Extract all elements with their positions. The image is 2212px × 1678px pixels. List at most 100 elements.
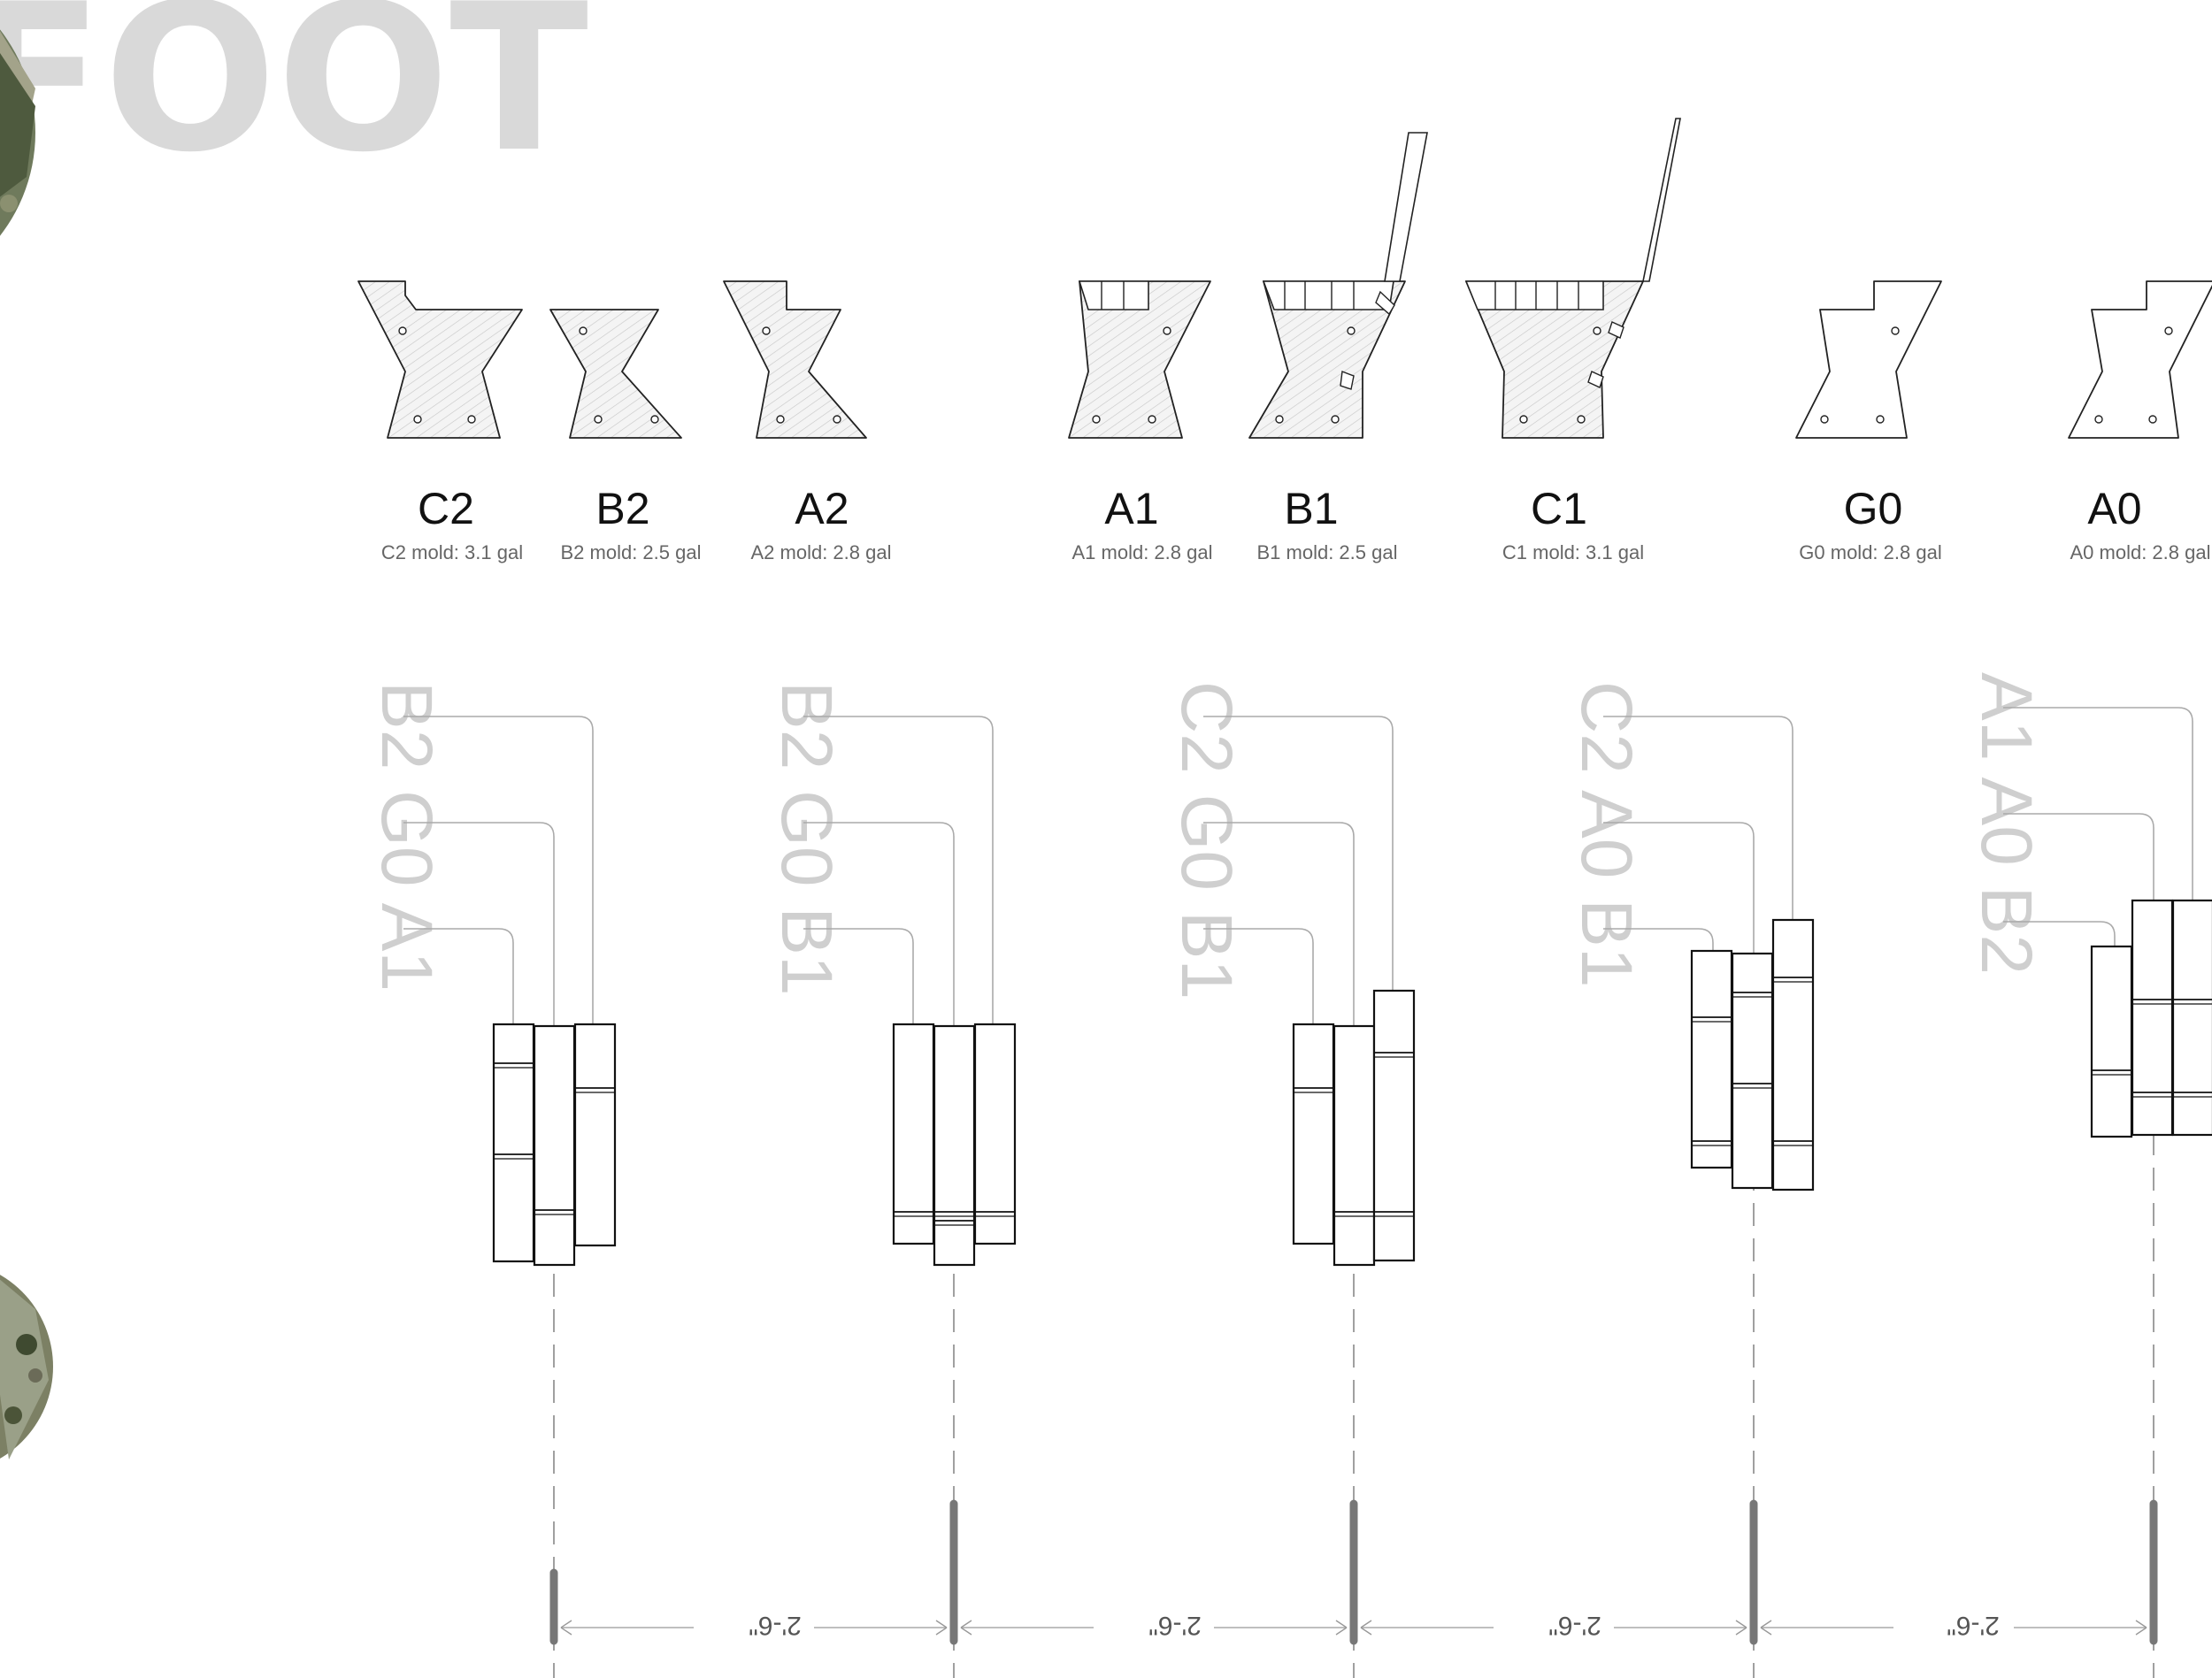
combination-labels: B2 G0 A1 B2 G0 B1 C2 G0 B1 C2 A0 B1 A1 A… xyxy=(366,672,2047,1000)
profile-b2-pin-hole-2 xyxy=(650,415,659,424)
mold-profiles xyxy=(357,118,2212,439)
profile-a2-pin-hole-0 xyxy=(762,326,771,335)
dimension-labels: 2'-6" 2'-6" 2'-6" 2'-6" xyxy=(749,1611,2000,1640)
profile-g0-pin-hole-0 xyxy=(1891,326,1900,335)
profile-a2-pin-hole-1 xyxy=(776,415,785,424)
assembly-1 xyxy=(403,716,617,1678)
assembly-5-leader-1 xyxy=(2003,707,2193,900)
profile-a0 xyxy=(2068,280,2212,439)
profile-c2-pin-hole-0 xyxy=(398,326,407,335)
mold-caption-a2: A2 mold: 2.8 gal xyxy=(751,541,892,563)
profile-b1-pin-hole-2 xyxy=(1331,415,1340,424)
profile-c1-pin-hole-1 xyxy=(1519,415,1528,424)
profile-b2 xyxy=(549,309,682,439)
assembly-2-leader-1 xyxy=(803,716,994,1024)
dimension-label-1: 2'-6" xyxy=(749,1611,802,1640)
profile-a0-pin-hole-0 xyxy=(2164,326,2173,335)
assembly-3-block-2 xyxy=(1333,1024,1376,1267)
assembly-2-block-2 xyxy=(933,1024,976,1267)
assembly-3-leader-2 xyxy=(1203,822,1355,1026)
profile-b2-pin-hole-1 xyxy=(594,415,603,424)
assembly-1-block-1 xyxy=(492,1023,535,1263)
profile-g0-outline xyxy=(1795,280,1942,439)
assembly-5-leader-3 xyxy=(2003,921,2116,946)
assembly-4-block-3 xyxy=(1771,918,1815,1191)
profile-a1-pin-hole-2 xyxy=(1148,415,1156,424)
dimension-label-3: 2'-6" xyxy=(1548,1611,1601,1640)
profile-a0-outline xyxy=(2068,280,2212,439)
assembly-3 xyxy=(1203,716,1416,1678)
header-title-fragment: FOOT xyxy=(0,0,588,197)
assembly-3-leader-1 xyxy=(1203,716,1394,991)
combo-label-5: A1 A0 B2 xyxy=(1966,672,2047,975)
profile-a2 xyxy=(723,280,867,439)
dimension-label-2: 2'-6" xyxy=(1148,1611,1202,1640)
dimension-line-1-arrow-left xyxy=(560,1620,572,1636)
assembly-4-block-1 xyxy=(1690,949,1733,1169)
combo-label-2: B2 G0 B1 xyxy=(766,681,847,996)
mold-code-b1: B1 xyxy=(1284,484,1338,533)
profile-c1-detail-6 xyxy=(1642,118,1681,282)
dimension-line-3 xyxy=(1360,1620,1747,1636)
dimension-line-4-arrow-right xyxy=(2135,1620,2147,1636)
profile-a1-pin-hole-1 xyxy=(1092,415,1101,424)
profile-c1-pin-hole-0 xyxy=(1593,326,1601,335)
combo-label-1: B2 G0 A1 xyxy=(366,681,447,992)
assembly-3-block-1 xyxy=(1292,1023,1335,1245)
profile-b1-pin-hole-1 xyxy=(1275,415,1284,424)
combo-label-3: C2 G0 B1 xyxy=(1166,681,1247,1000)
profile-c2-pin-hole-1 xyxy=(413,415,422,424)
profile-c1-detail-7 xyxy=(1608,321,1624,339)
assembly-4-leader-1 xyxy=(1603,716,1793,920)
assembly-5-block-3 xyxy=(2171,899,2212,1137)
profile-a2-outline xyxy=(723,280,867,439)
profile-b1-outline xyxy=(1248,280,1406,439)
assembly-4-leader-2 xyxy=(1603,822,1755,954)
mold-code-a0: A0 xyxy=(2087,484,2141,533)
mold-code-c2: C2 xyxy=(418,484,474,533)
profile-c1-pin-hole-2 xyxy=(1577,415,1586,424)
dimension-line-1-arrow-right xyxy=(935,1620,948,1636)
assembly-2 xyxy=(803,716,1017,1678)
profile-c2 xyxy=(357,280,523,439)
mold-caption-a0: A0 mold: 2.8 gal xyxy=(2070,541,2211,563)
combo-label-4: C2 A0 B1 xyxy=(1566,681,1647,987)
profile-b2-outline xyxy=(549,309,682,439)
profile-b2-pin-hole-0 xyxy=(579,326,588,335)
mold-labels: C2 C2 mold: 3.1 gal B2 B2 mold: 2.5 gal … xyxy=(381,484,2211,563)
aerial-photo-circle-bottom xyxy=(0,1275,53,1460)
assembly-5 xyxy=(2003,707,2212,1678)
assembly-4-leader-3 xyxy=(1603,928,1714,951)
profile-a1-outline xyxy=(1068,280,1211,439)
assembly-5-block-1 xyxy=(2090,945,2133,1138)
assembly-1-block-3 xyxy=(573,1023,617,1247)
mold-code-a1: A1 xyxy=(1104,484,1158,533)
dimension-label-4: 2'-6" xyxy=(1947,1611,2000,1640)
profile-c1-detail-0 xyxy=(1464,280,1604,310)
profile-c2-outline xyxy=(357,280,523,439)
dimension-line-1 xyxy=(560,1620,948,1636)
mold-caption-g0: G0 mold: 2.8 gal xyxy=(1799,541,1941,563)
assembly-1-leader-3 xyxy=(403,928,514,1024)
profile-c1-detail-8 xyxy=(1587,371,1604,388)
profile-b1-pin-hole-0 xyxy=(1347,326,1356,335)
mold-caption-c1: C1 mold: 3.1 gal xyxy=(1502,541,1644,563)
dimension-line-2 xyxy=(960,1620,1348,1636)
assembly-1-block-2 xyxy=(533,1024,576,1267)
assembly-3-leader-3 xyxy=(1203,928,1314,1024)
profile-g0-pin-hole-1 xyxy=(1820,415,1829,424)
mold-code-b2: B2 xyxy=(595,484,649,533)
assembly-2-leader-2 xyxy=(803,822,955,1026)
assembly-plans xyxy=(403,707,2212,1678)
profile-a0-pin-hole-2 xyxy=(2148,415,2157,424)
mold-caption-a1: A1 mold: 2.8 gal xyxy=(1072,541,1213,563)
dimension-line-4 xyxy=(1760,1620,2147,1636)
mold-code-c1: C1 xyxy=(1531,484,1587,533)
assembly-1-leader-1 xyxy=(403,716,594,1024)
assembly-3-block-3 xyxy=(1372,989,1416,1262)
profile-a0-pin-hole-1 xyxy=(2094,415,2103,424)
profile-g0-pin-hole-2 xyxy=(1876,415,1885,424)
profile-c1 xyxy=(1464,118,1681,439)
assembly-1-leader-2 xyxy=(403,822,555,1026)
